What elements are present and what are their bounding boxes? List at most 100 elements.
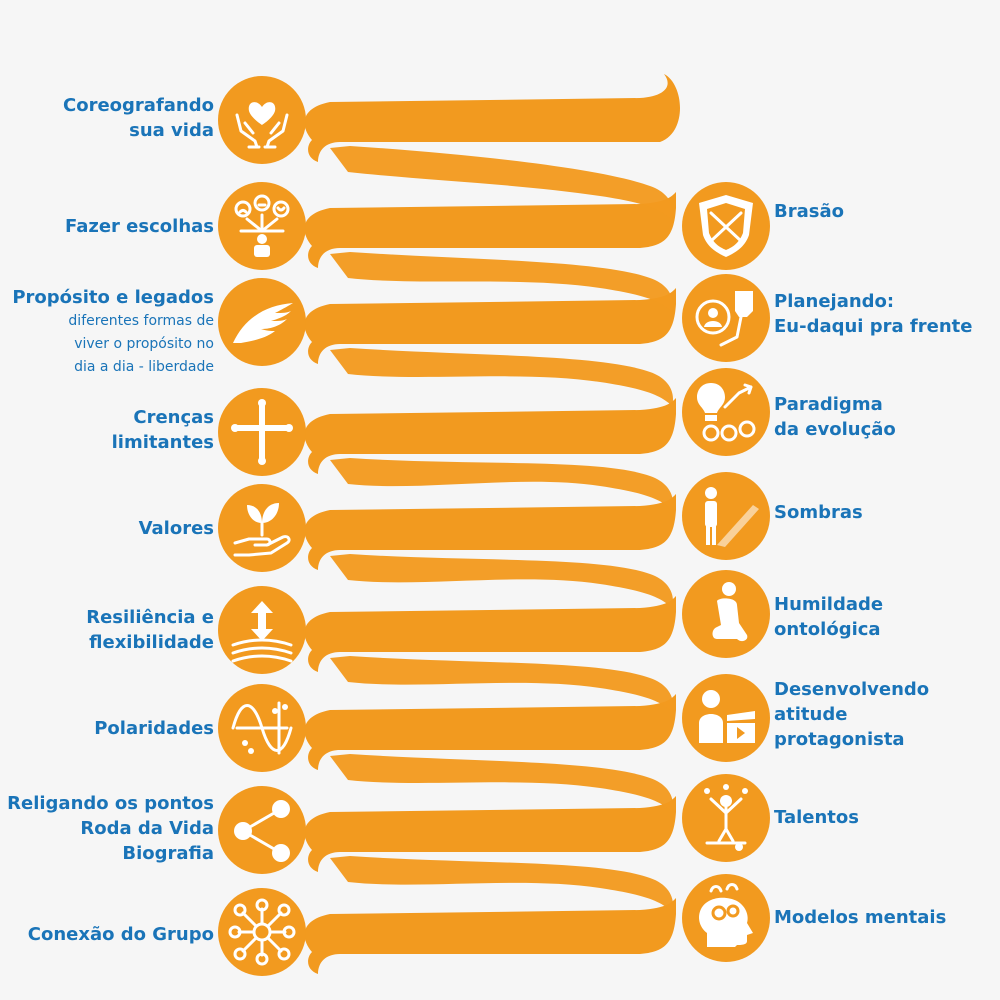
right-topic-label: Paradigma da evolução [774, 392, 896, 442]
topic-line: Sombras [774, 501, 863, 523]
spiral-connector [330, 754, 674, 812]
topic-subline: dia a dia - liberdade [74, 359, 214, 375]
share-nodes-icon [234, 800, 290, 862]
topic-line: Brasão [774, 200, 844, 222]
kneeling-person-icon [712, 582, 748, 642]
group-network-icon [228, 898, 296, 966]
woman-clapperboard-icon [699, 690, 755, 743]
topic-line: Conexão do Grupo [27, 923, 214, 945]
left-topic-label: Fazer escolhas [65, 214, 214, 239]
topic-line: sua vida [129, 120, 214, 141]
choices-emoji-icon [234, 194, 290, 257]
right-topic-label: Desenvolvendo atitude protagonista [774, 677, 929, 752]
topic-line: Crenças [133, 407, 214, 428]
cross-circle [218, 388, 306, 476]
right-topic-label: Modelos mentais [774, 905, 946, 930]
topic-line: Polaridades [94, 717, 214, 739]
topic-line: protagonista [774, 728, 905, 750]
left-topic-label: Valores [139, 516, 214, 541]
spiral-band [304, 694, 676, 770]
hand-plant-circle [218, 484, 306, 572]
left-topic-label: Coreografando sua vida [63, 93, 214, 143]
bulb-gears-circle [682, 368, 770, 456]
head-gears-icon [699, 883, 753, 947]
topic-line: Roda da Vida [80, 817, 214, 839]
topic-line: Modelos mentais [774, 906, 947, 928]
kneeling-person-circle [682, 570, 770, 658]
wing-circle [218, 278, 306, 366]
cross-icon [231, 399, 293, 465]
spiral-band [304, 288, 676, 364]
topic-line: Paradigma [774, 394, 883, 415]
person-fist-circle [682, 274, 770, 362]
spiral-band [304, 898, 676, 974]
bulb-gears-icon [697, 383, 756, 442]
topic-line: Coreografando [63, 95, 214, 116]
topic-line: Religando os pontos [7, 792, 214, 814]
hands-heart-icon [235, 102, 289, 149]
juggler-balance-icon [704, 784, 748, 851]
topic-line: Valores [138, 517, 214, 539]
topic-line: Talentos [774, 806, 859, 828]
left-topic-label: Crenças limitantes [112, 405, 214, 455]
person-shadow-icon [705, 487, 759, 547]
spiral-connector [330, 458, 674, 510]
shield-crest-circle [682, 182, 770, 270]
left-topic-label: Conexão do Grupo [28, 922, 214, 947]
right-topic-label: Talentos [774, 805, 859, 830]
hand-plant-icon [233, 503, 291, 557]
spiral-connector [330, 252, 674, 312]
group-network-circle [218, 888, 306, 976]
spiral-connector [330, 656, 674, 712]
topic-line: Propósito e legados [12, 287, 214, 308]
topic-line: da evolução [774, 419, 896, 440]
topic-line: Fazer escolhas [64, 215, 214, 237]
right-topic-label: Brasão [774, 199, 844, 224]
woman-clapperboard-circle [682, 674, 770, 762]
topic-line: Desenvolvendo [774, 678, 930, 700]
right-topic-label: Sombras [774, 500, 863, 525]
person-shadow-circle [682, 472, 770, 560]
head-gears-circle [682, 874, 770, 962]
left-topic-label: Resiliência e flexibilidade [86, 605, 214, 655]
topic-line: atitude [774, 703, 848, 725]
wing-icon [233, 303, 293, 343]
spiral-connector [330, 554, 674, 608]
left-topic-label: Polaridades [94, 716, 214, 741]
flexible-arrows-icon [231, 601, 293, 663]
person-fist-icon [695, 291, 753, 347]
spiral-band [304, 796, 676, 872]
spiral-connector [330, 856, 674, 912]
spiral-connector [330, 348, 674, 406]
topic-line: limitantes [111, 432, 214, 453]
spiral-connector [330, 146, 674, 220]
spiral-band [304, 74, 680, 162]
share-nodes-circle [218, 786, 306, 874]
spiral-band [304, 596, 676, 672]
spiral-band [304, 494, 676, 570]
right-topic-label: Planejando: Eu-daqui pra frente [774, 289, 972, 339]
choices-emoji-circle [218, 182, 306, 270]
topic-line: ontológica [774, 619, 881, 640]
flexible-arrows-circle [218, 586, 306, 674]
juggler-balance-circle [682, 774, 770, 862]
right-topic-label: Humildade ontológica [774, 592, 883, 642]
topic-line: Eu-daqui pra frente [774, 316, 973, 337]
topic-subline: viver o propósito no [74, 336, 214, 352]
polarity-wave-circle [218, 684, 306, 772]
topic-line: Humildade [774, 594, 884, 615]
topic-line: Biografia [122, 842, 214, 864]
left-topic-label: Propósito e legados diferentes formas de v… [12, 285, 214, 379]
topic-line: Resiliência e [86, 607, 214, 628]
hands-heart-circle [218, 76, 306, 164]
topic-line: flexibilidade [89, 632, 214, 653]
topic-subline: diferentes formas de [68, 313, 214, 329]
shield-crest-icon [699, 195, 753, 257]
spiral-band [304, 192, 676, 268]
topic-line: Planejando: [774, 291, 895, 312]
polarity-wave-icon [231, 701, 293, 755]
spiral-band [304, 398, 676, 474]
